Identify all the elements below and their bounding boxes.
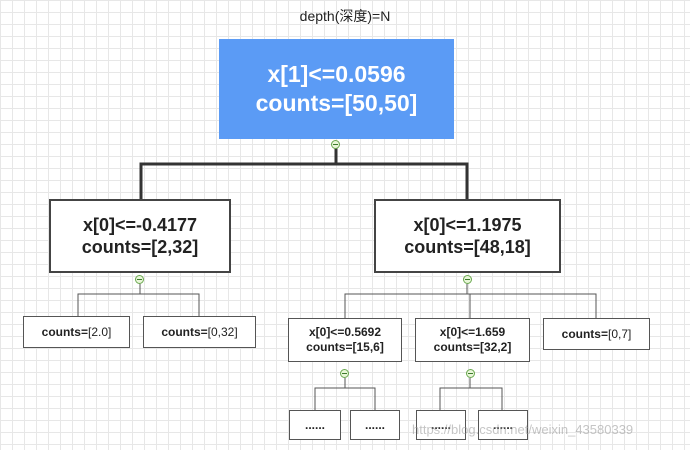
r2-connector [439, 378, 503, 410]
leaf-label: counts= [561, 326, 608, 341]
root-node[interactable]: x[1]<=0.0596 counts=[50,50] [219, 39, 454, 139]
leaf-label: counts= [41, 324, 88, 339]
right-connector [344, 284, 597, 318]
truncated-node[interactable]: ...... [350, 410, 400, 440]
leaf-node-r1[interactable]: x[0]<=0.5692 counts=[15,6] [288, 318, 402, 362]
left-split: x[0]<=-0.4177 [82, 214, 198, 235]
watermark: https://blog.csdn.net/weixin_43580339 [412, 422, 634, 437]
collapse-icon[interactable] [331, 140, 340, 149]
leaf-value: [0,32] [207, 324, 238, 339]
left-counts: counts=[2,32] [81, 237, 199, 257]
leaf-text: counts=[0,32] [161, 325, 237, 340]
r1-split: x[0]<=0.5692 [308, 325, 382, 339]
root-connector [139, 145, 469, 199]
leaf-node-lr[interactable]: counts=[0,32] [143, 316, 256, 348]
r1-connector [314, 378, 376, 410]
left-node[interactable]: x[0]<=-0.4177 counts=[2,32] [49, 199, 231, 273]
left-connector [77, 284, 200, 316]
collapse-icon[interactable] [135, 275, 144, 284]
leaf-value: [2.0] [87, 324, 112, 339]
r2-counts: counts=[32,2] [433, 340, 512, 354]
leaf-value: [0,7] [607, 326, 632, 341]
truncated-node[interactable]: ...... [416, 410, 466, 440]
leaf-text: counts=[2.0] [42, 325, 112, 340]
collapse-icon[interactable] [463, 275, 472, 284]
leaf-label: counts= [161, 324, 208, 339]
leaf-node-r3[interactable]: counts=[0,7] [543, 318, 650, 350]
collapse-icon[interactable] [466, 369, 475, 378]
truncated-node[interactable]: ...... [289, 410, 341, 440]
diagram-title: depth(深度)=N [299, 8, 391, 24]
r2-split: x[0]<=1.659 [439, 325, 506, 339]
leaf-node-r2[interactable]: x[0]<=1.659 counts=[32,2] [415, 318, 530, 362]
leaf-node-ll[interactable]: counts=[2.0] [23, 316, 130, 348]
right-node[interactable]: x[0]<=1.1975 counts=[48,18] [374, 199, 561, 273]
leaf-text: counts=[0,7] [562, 327, 632, 342]
right-counts: counts=[48,18] [404, 237, 531, 257]
root-counts: counts=[50,50] [255, 90, 418, 116]
collapse-icon[interactable] [340, 369, 349, 378]
root-split: x[1]<=0.0596 [267, 61, 406, 88]
truncated-node[interactable]: ...... [478, 410, 528, 440]
right-split: x[0]<=1.1975 [413, 214, 522, 235]
r1-counts: counts=[15,6] [306, 340, 384, 354]
